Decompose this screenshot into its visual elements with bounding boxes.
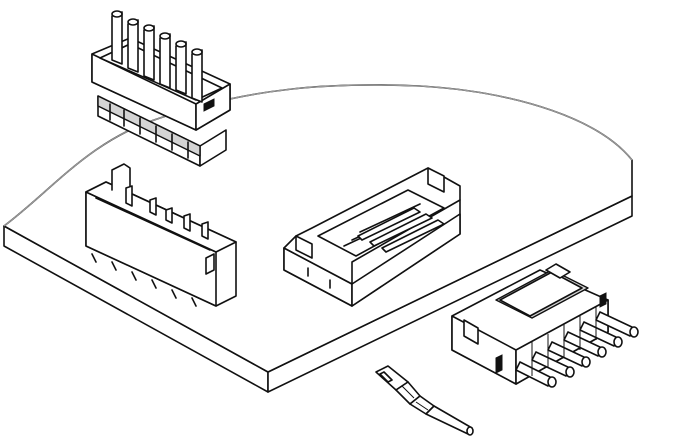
crimp-housing-with-wires (91, 10, 231, 167)
housing-wires (111, 10, 203, 103)
plug-wires (515, 311, 639, 388)
vertical-pcb-header (85, 163, 237, 307)
right-angle-pcb-header (283, 167, 461, 307)
header-pins (125, 185, 209, 240)
cable-plug-housing (451, 263, 639, 388)
ra-header-pins (357, 207, 445, 253)
crimp-terminal (375, 365, 474, 436)
